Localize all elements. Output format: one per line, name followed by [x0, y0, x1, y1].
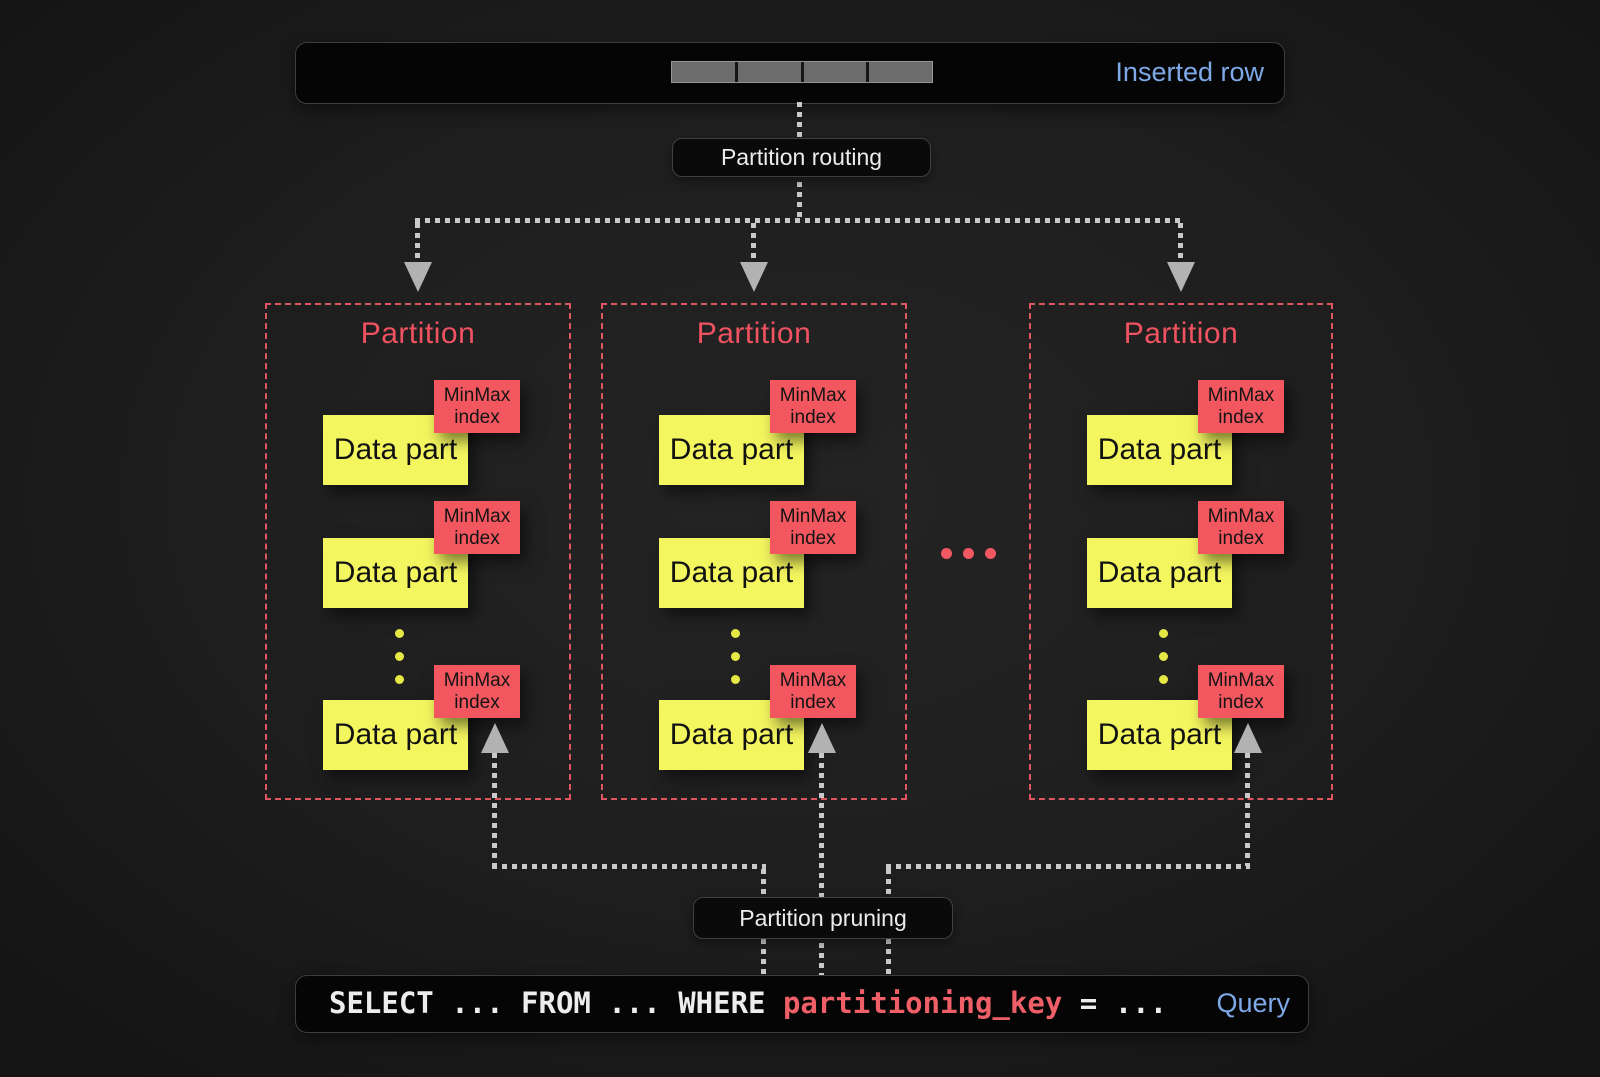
- partition-pruning-text: Partition pruning: [739, 904, 907, 931]
- more-parts-dot: [1159, 675, 1168, 684]
- partition-routing-label: Partition routing: [672, 138, 931, 177]
- partition-routing-text: Partition routing: [720, 144, 883, 170]
- sql-query-text: SELECT ... FROM ... WHERE partitioning_k…: [329, 976, 1167, 1030]
- partition-title: Partition: [1123, 317, 1239, 350]
- minmax-index-tag: MinMax index: [434, 501, 520, 554]
- more-parts-dot: [395, 675, 404, 684]
- partition-box-3: Partition MinMax index Data part MinMax …: [1029, 303, 1333, 800]
- more-parts-dot: [1159, 652, 1168, 661]
- more-parts-dot: [395, 629, 404, 638]
- sql-suffix: = ...: [1062, 986, 1168, 1020]
- pruning-line-center: [819, 753, 824, 975]
- pruning-connector-right: [886, 864, 1250, 869]
- partition-title: Partition: [696, 317, 812, 350]
- sql-prefix: SELECT ... FROM ... WHERE: [329, 986, 783, 1020]
- minmax-index-tag: MinMax index: [1198, 380, 1284, 433]
- query-label: Query: [1216, 987, 1290, 1018]
- arrow-down-icon: [740, 262, 768, 292]
- routing-drop-center: [751, 223, 756, 263]
- minmax-index-tag: MinMax index: [1198, 665, 1284, 718]
- partition-box-2: Partition MinMax index Data part MinMax …: [601, 303, 907, 800]
- inserted-row-panel: Inserted row: [295, 42, 1285, 104]
- arrow-down-icon: [404, 262, 432, 292]
- arrow-up-icon: [1234, 723, 1262, 753]
- sql-partitioning-key: partitioning_key: [782, 986, 1063, 1020]
- minmax-index-tag: MinMax index: [770, 665, 856, 718]
- pruning-connector-left: [492, 864, 766, 869]
- partition-box-1: Partition MinMax index Data part MinMax …: [265, 303, 571, 800]
- arrow-down-icon: [1167, 262, 1195, 292]
- minmax-index-tag: MinMax index: [770, 380, 856, 433]
- more-parts-dot: [731, 675, 740, 684]
- routing-drop-right: [1178, 223, 1183, 263]
- routing-branch-line: [415, 218, 1184, 223]
- data-part-box: Data part: [323, 700, 468, 770]
- routing-drop-left: [415, 223, 420, 263]
- row-segment: [737, 62, 801, 82]
- arrow-up-icon: [808, 723, 836, 753]
- pruning-line-left: [492, 753, 497, 866]
- minmax-index-tag: MinMax index: [770, 501, 856, 554]
- more-parts-dot: [1159, 629, 1168, 638]
- inserted-row-bar: [671, 61, 933, 83]
- pruning-line-right: [1245, 753, 1250, 866]
- query-panel: SELECT ... FROM ... WHERE partitioning_k…: [295, 975, 1309, 1033]
- minmax-index-tag: MinMax index: [434, 380, 520, 433]
- minmax-index-tag: MinMax index: [434, 665, 520, 718]
- row-segment: [672, 62, 735, 82]
- partition-title: Partition: [360, 317, 476, 350]
- more-parts-dot: [731, 629, 740, 638]
- row-segment: [869, 62, 932, 82]
- minmax-index-tag: MinMax index: [1198, 501, 1284, 554]
- more-parts-dot: [395, 652, 404, 661]
- partition-pruning-label: Partition pruning: [693, 897, 953, 939]
- arrow-up-icon: [481, 723, 509, 753]
- inserted-row-label: Inserted row: [1115, 56, 1264, 87]
- row-segment: [803, 62, 867, 82]
- more-parts-dot: [731, 652, 740, 661]
